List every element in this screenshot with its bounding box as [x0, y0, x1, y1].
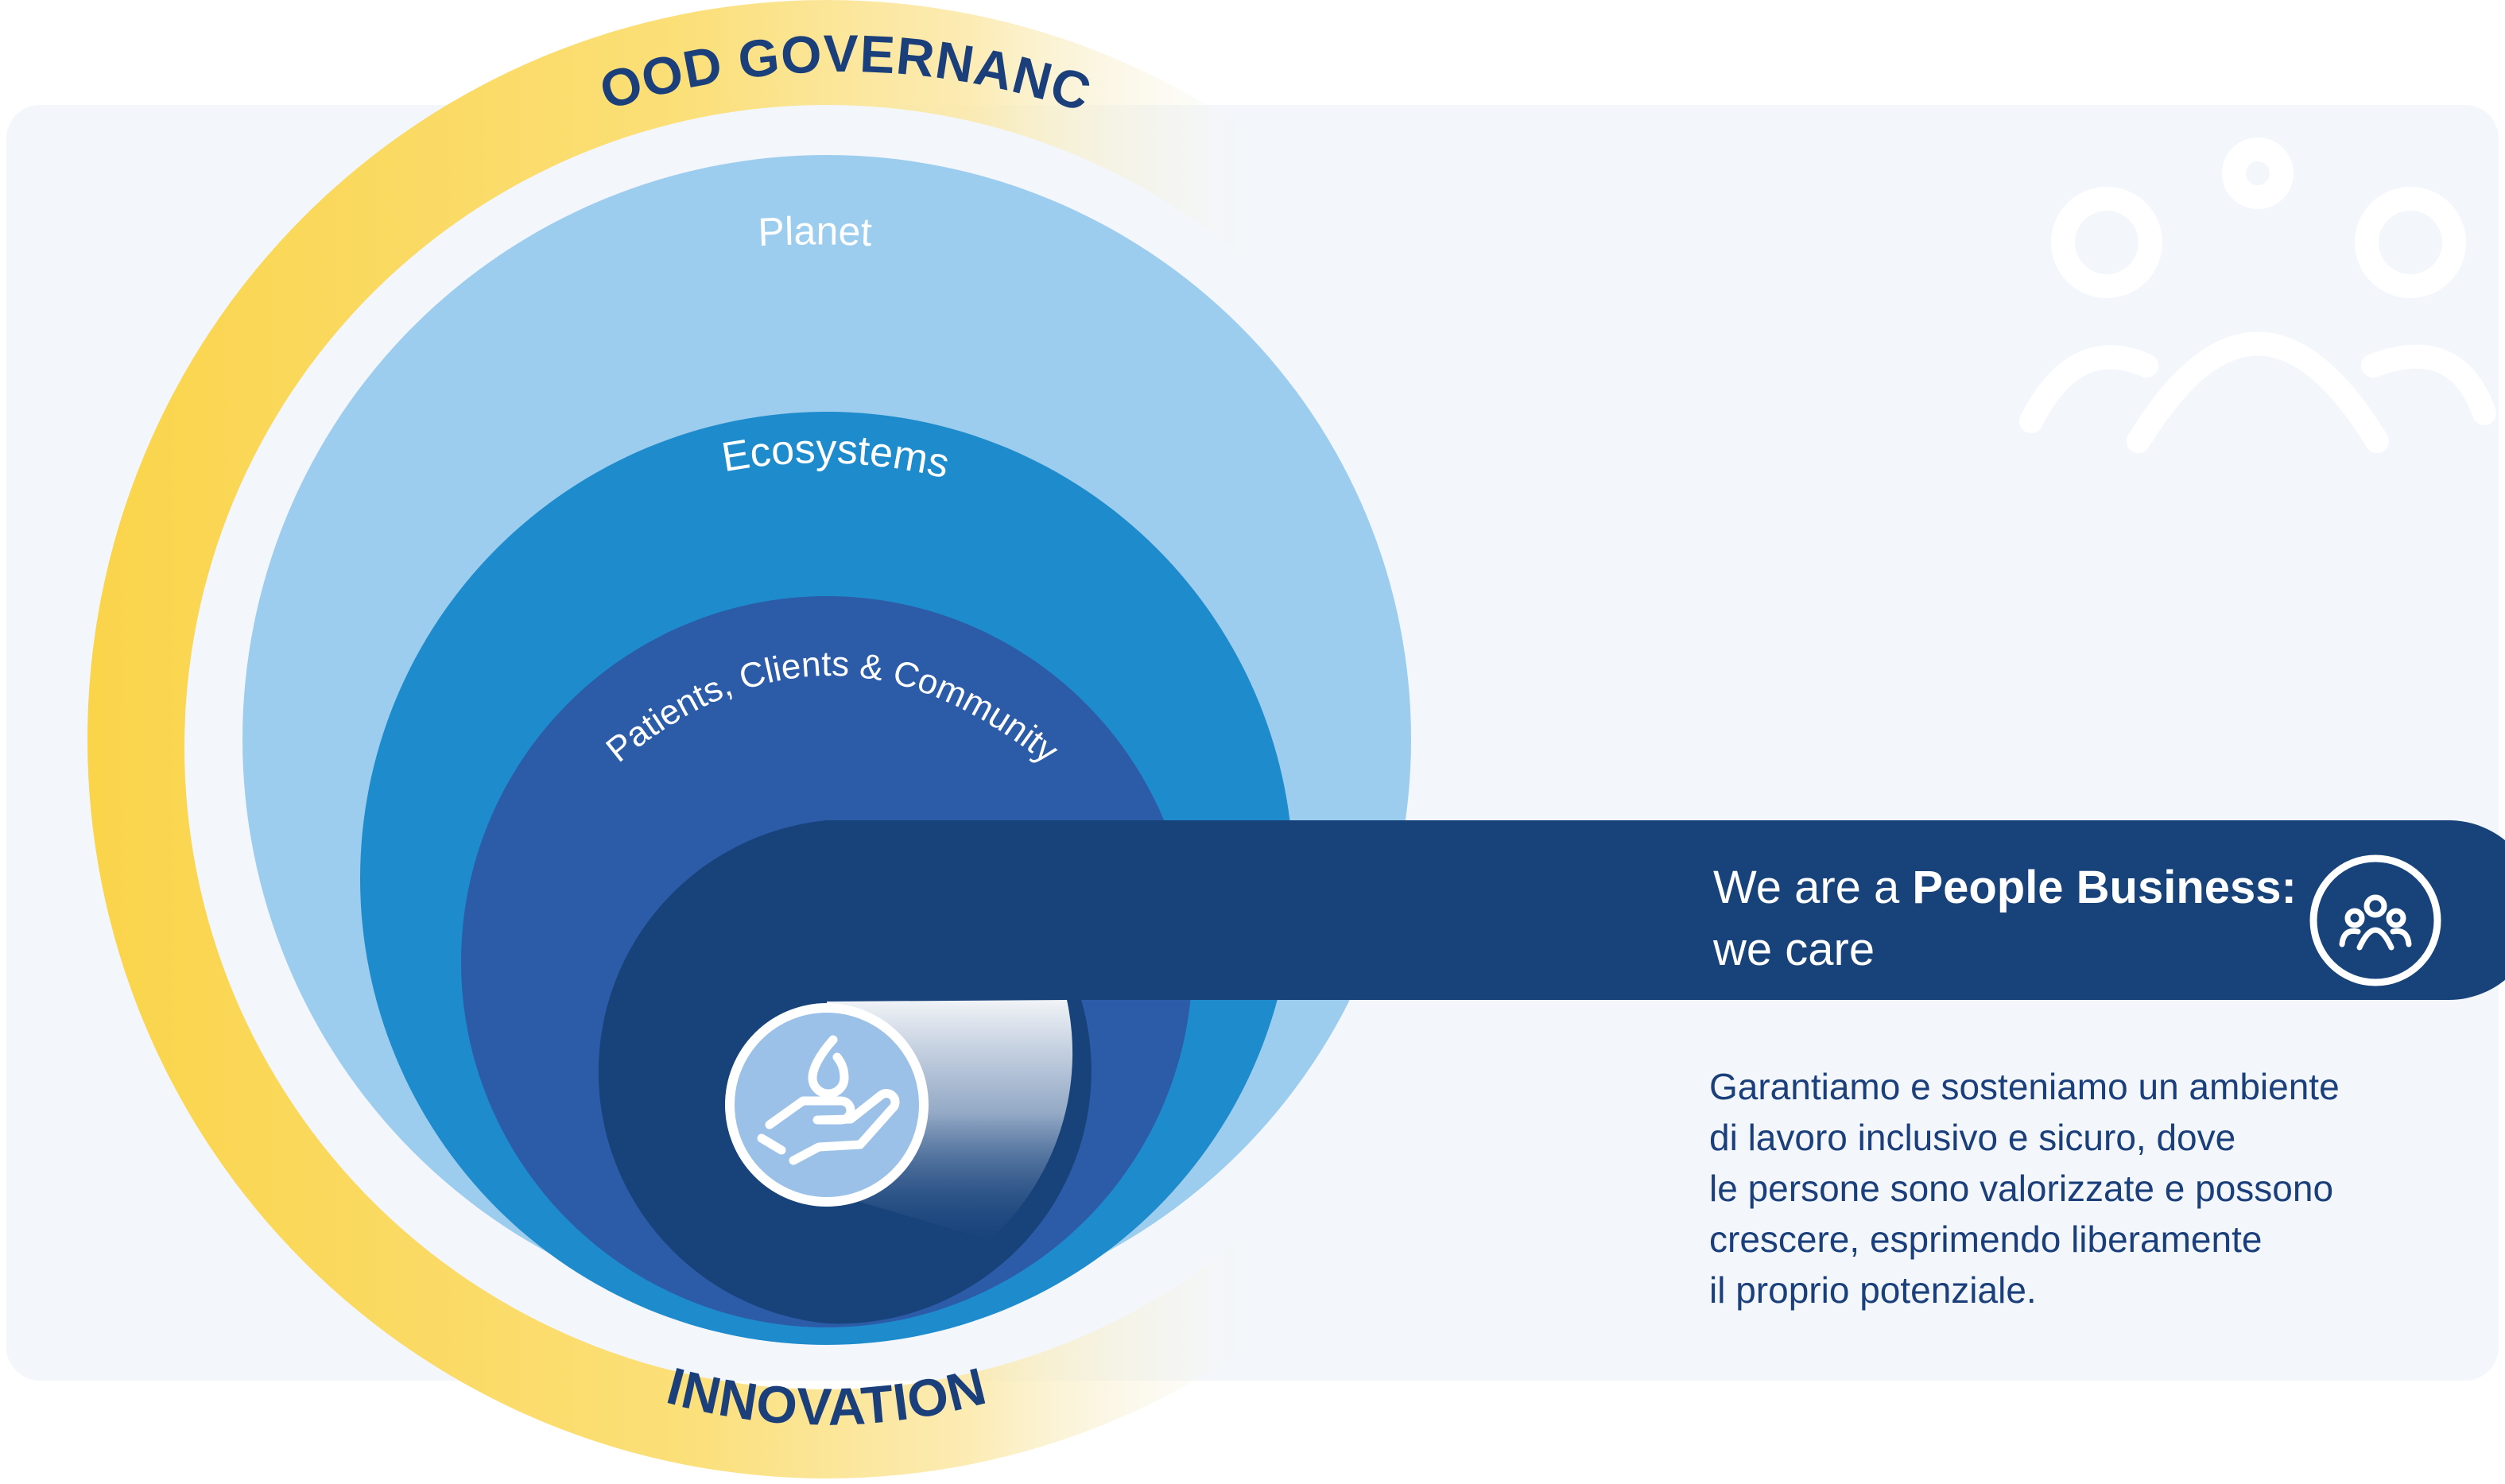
- description-text: Garantiamo e sosteniamo un ambiente di l…: [1709, 1061, 2488, 1315]
- background-people-icon: [2019, 138, 2496, 453]
- banner-line2: we care: [1713, 924, 1875, 975]
- description-line: di lavoro inclusivo e sicuro, dove: [1709, 1117, 2236, 1158]
- banner-prefix: We are a: [1713, 862, 1913, 913]
- description-line: crescere, esprimendo liberamente: [1709, 1219, 2263, 1260]
- description-line: il proprio potenziale.: [1709, 1269, 2037, 1311]
- banner-heading: We are a People Business: we care: [1713, 857, 2317, 981]
- description-line: le persone sono valorizzate e possono: [1709, 1168, 2334, 1209]
- people-group-icon: [2309, 854, 2441, 986]
- hand-with-drop-icon: [725, 1003, 929, 1207]
- people-business-banner: [598, 820, 2505, 1324]
- planet-label: Planet: [757, 208, 873, 254]
- description-line: Garantiamo e sosteniamo un ambiente: [1709, 1066, 2340, 1107]
- banner-bold: People Business:: [1912, 862, 2297, 913]
